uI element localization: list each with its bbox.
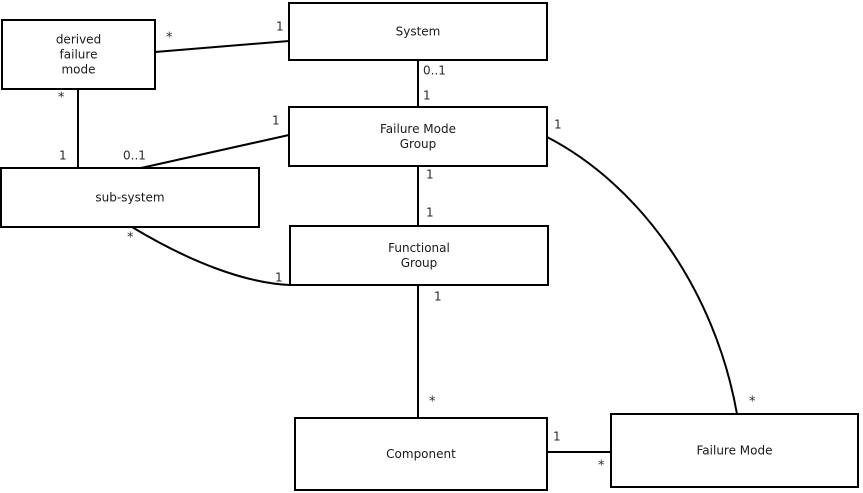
uml-class-node-sub-system[interactable]: sub-system — [0, 167, 260, 228]
uml-class-label-system: System — [396, 24, 441, 38]
uml-class-box-sub-system[interactable] — [0, 167, 260, 228]
multiplicity-label-layer: * 1 0..1 1 * 1 0..1 1 1 1 1 * 1 1 * 1 * * — [58, 20, 756, 474]
multiplicity-label-mult-fg-left-1: 1 — [275, 271, 283, 285]
uml-class-label-line: System — [396, 24, 441, 38]
uml-class-label-sub-system: sub-system — [95, 190, 164, 204]
uml-class-label-line: mode — [61, 62, 95, 76]
multiplicity-label-mult-fmg-bottom-1: 1 — [426, 168, 434, 182]
multiplicity-label-mult-dfm-system-star: * — [166, 31, 173, 46]
uml-class-label-failure-mode: Failure Mode — [697, 443, 773, 457]
uml-class-box-functional-group[interactable] — [289, 225, 549, 286]
uml-class-node-system[interactable]: System — [288, 2, 548, 61]
multiplicity-label-mult-component-right-1: 1 — [553, 430, 561, 444]
multiplicity-label-mult-fmg-top-1: 1 — [423, 89, 431, 103]
uml-edge-sub-system--failure-mode-group[interactable] — [140, 134, 290, 169]
multiplicity-label-mult-component-top-star: * — [429, 395, 436, 410]
multiplicity-label-mult-fmg-right-1: 1 — [554, 118, 562, 132]
uml-class-label-line: Failure Mode — [380, 122, 456, 136]
uml-class-label-line: Functional — [388, 241, 450, 255]
multiplicity-label-mult-dfm-bottom-star: * — [58, 91, 65, 106]
multiplicity-label-mult-subsystem-fmg-0-1: 0..1 — [123, 149, 146, 163]
edge-layer — [77, 40, 738, 453]
multiplicity-label-mult-failuremode-left-star: * — [598, 459, 605, 474]
uml-class-label-line: Group — [401, 256, 438, 270]
multiplicity-label-mult-system-left-1: 1 — [276, 20, 284, 34]
multiplicity-label-mult-fmg-left-1: 1 — [272, 114, 280, 128]
uml-class-label-line: failure — [60, 47, 98, 61]
uml-class-label-line: derived — [56, 32, 101, 46]
uml-class-box-system[interactable] — [288, 2, 548, 61]
uml-class-box-component[interactable] — [294, 417, 548, 491]
uml-class-box-derived-failure-mode[interactable] — [1, 19, 156, 90]
uml-class-box-failure-mode-group[interactable] — [288, 106, 548, 167]
multiplicity-label-mult-failuremode-top-star: * — [749, 395, 756, 410]
multiplicity-label-mult-system-bottom-0-1: 0..1 — [423, 64, 446, 78]
uml-class-node-component[interactable]: Component — [294, 417, 548, 491]
uml-class-label-line: Group — [400, 137, 437, 151]
uml-class-label-line: Failure Mode — [697, 443, 773, 457]
multiplicity-label-mult-fg-bottom-1: 1 — [434, 290, 442, 304]
uml-class-label-line: Component — [386, 447, 456, 461]
uml-class-label-component: Component — [386, 447, 456, 461]
uml-class-label-line: sub-system — [95, 190, 164, 204]
multiplicity-label-mult-subsystem-bottom-star: * — [127, 231, 134, 246]
uml-edge-sub-system--functional-group[interactable] — [131, 226, 291, 286]
uml-edge-failure-mode-group--failure-mode[interactable] — [546, 136, 738, 415]
uml-class-box-failure-mode[interactable] — [610, 413, 859, 488]
uml-edge-derived-failure-mode--system[interactable] — [154, 40, 290, 53]
multiplicity-label-mult-subsystem-top-1: 1 — [59, 149, 67, 163]
uml-class-node-failure-mode[interactable]: Failure Mode — [610, 413, 859, 488]
multiplicity-label-mult-fg-top-1: 1 — [426, 206, 434, 220]
